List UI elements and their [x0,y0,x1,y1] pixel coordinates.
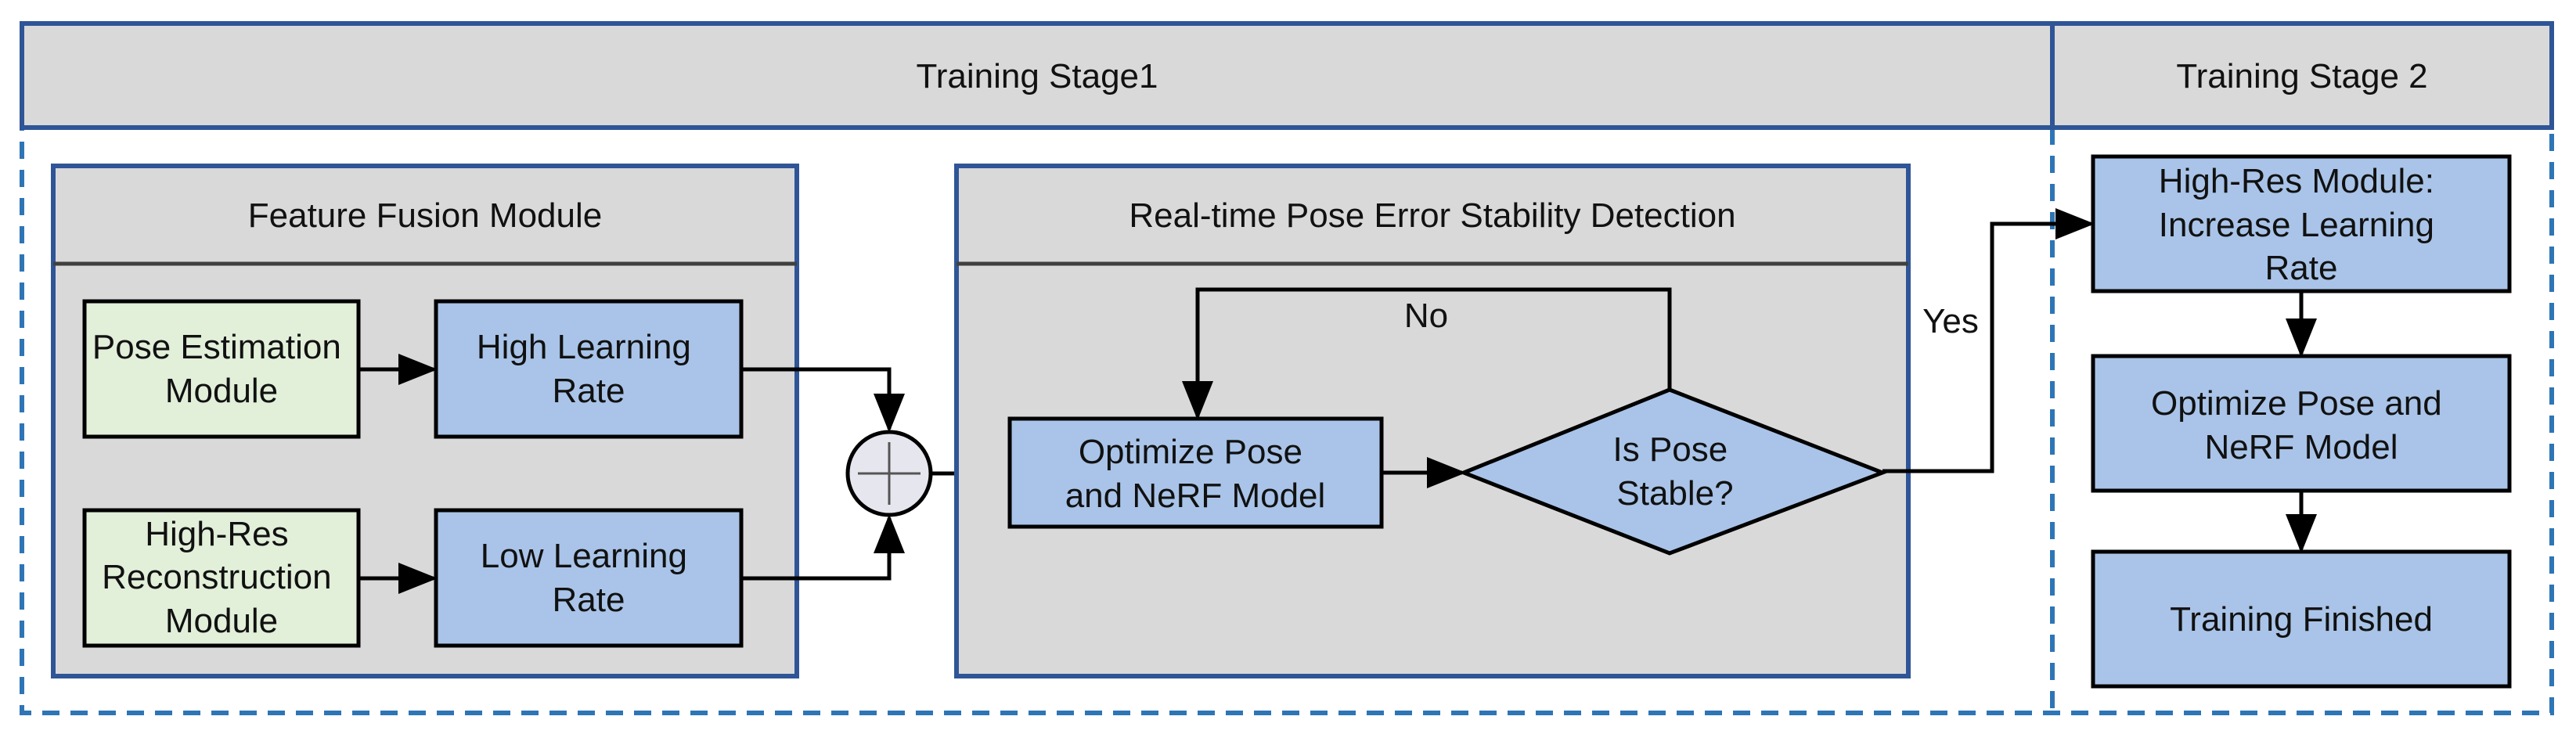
pose-estimation-label: Pose Estimation Module [92,328,351,410]
feature-fusion-title: Feature Fusion Module [248,196,602,235]
pose-stable-decision-label: Is Pose Stable? [1613,430,1738,513]
high-learning-rate-box [434,299,744,439]
arrow-high-lr-to-sum [741,367,905,433]
arrow-no-loop [1182,287,1672,420]
dashed-training-container [20,125,2554,715]
stability-detection-title: Real-time Pose Error Stability Detection [1129,196,1735,235]
high-res-reconstruction-label: High-Res Reconstruction Module [102,515,341,640]
stage1-title: Training Stage1 [916,57,1158,95]
arrow-low-lr-to-sum [741,514,905,581]
training-finished-label: Training Finished [2170,600,2433,639]
stage2-title: Training Stage 2 [2176,57,2427,95]
low-learning-rate-box [434,508,744,648]
high-learning-rate-label: High Learning Rate [477,328,701,410]
high-res-module-label: High-Res Module: Increase Learning Rate [2159,162,2444,287]
optimize-pose-box-stage1 [1007,416,1384,529]
no-label: No [1404,297,1448,335]
arrow-yes-to-stage2 [1882,208,2095,473]
low-learning-rate-label: Low Learning Rate [481,537,697,619]
summation-node-icon [845,430,933,517]
high-res-module-box [2091,154,2512,293]
training-finished-box [2091,549,2512,689]
optimize-pose-label-stage2: Optimize Pose and NeRF Model [2151,384,2452,466]
high-res-reconstruction-box [82,508,361,648]
yes-label: Yes [1922,302,1979,340]
stage2-header [2050,21,2554,130]
pose-estimation-box [82,299,361,439]
optimize-pose-box-stage2 [2091,354,2512,493]
optimize-pose-label-stage1: Optimize Pose and NeRF Model [1065,433,1326,515]
